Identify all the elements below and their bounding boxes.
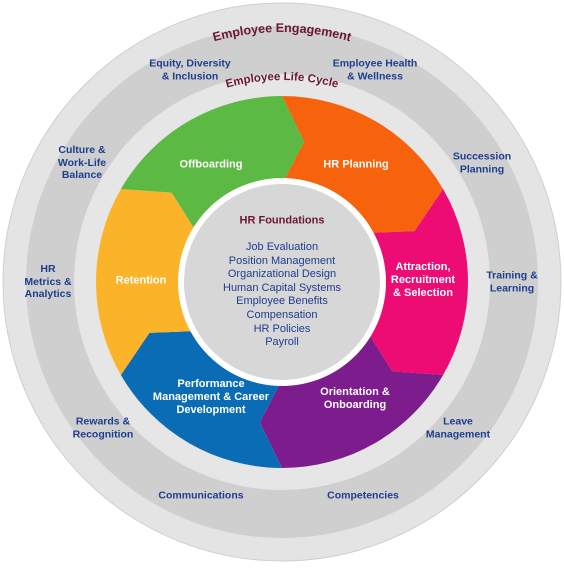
segment-attraction	[366, 189, 468, 375]
segment-label-attraction: Attraction,Recruitment& Selection	[390, 261, 456, 300]
engagement-employee-health: Employee Health& Wellness	[332, 57, 418, 82]
segment-label-hr-planning: HR Planning	[323, 158, 389, 171]
life-cycle-segments	[96, 96, 468, 468]
segment-label-offboarding: Offboarding	[179, 158, 243, 171]
segment-performance	[120, 331, 282, 468]
center-item: HR Policies	[253, 322, 311, 335]
center-item: Job Evaluation	[245, 241, 319, 253]
engagement-communications: Communications	[158, 489, 244, 502]
segment-hr-planning	[282, 96, 444, 233]
segment-retention	[96, 189, 198, 375]
center-item: Position Management	[228, 254, 336, 267]
engagement-training: Training &Learning	[486, 269, 538, 294]
center-item: Organizational Design	[227, 268, 337, 281]
engagement-rewards: Rewards &Recognition	[72, 415, 134, 440]
center-item: Human Capital Systems	[223, 281, 341, 294]
segment-label-orientation: Orientation &Onboarding	[320, 385, 390, 411]
segment-label-retention: Retention	[115, 274, 167, 287]
engagement-competencies: Competencies	[327, 489, 399, 502]
center-disc	[184, 184, 380, 380]
center-title: HR Foundations	[239, 214, 325, 227]
engagement-equity: Equity, Diversity& Inclusion	[149, 57, 231, 82]
center-list: Job Evaluation Position Management Organ…	[223, 241, 341, 350]
segment-orientation	[259, 331, 444, 468]
center-item: Compensation	[246, 308, 318, 321]
center-item: Payroll	[265, 336, 299, 349]
center-item: Employee Benefits	[236, 295, 328, 308]
segment-offboarding	[120, 96, 305, 233]
